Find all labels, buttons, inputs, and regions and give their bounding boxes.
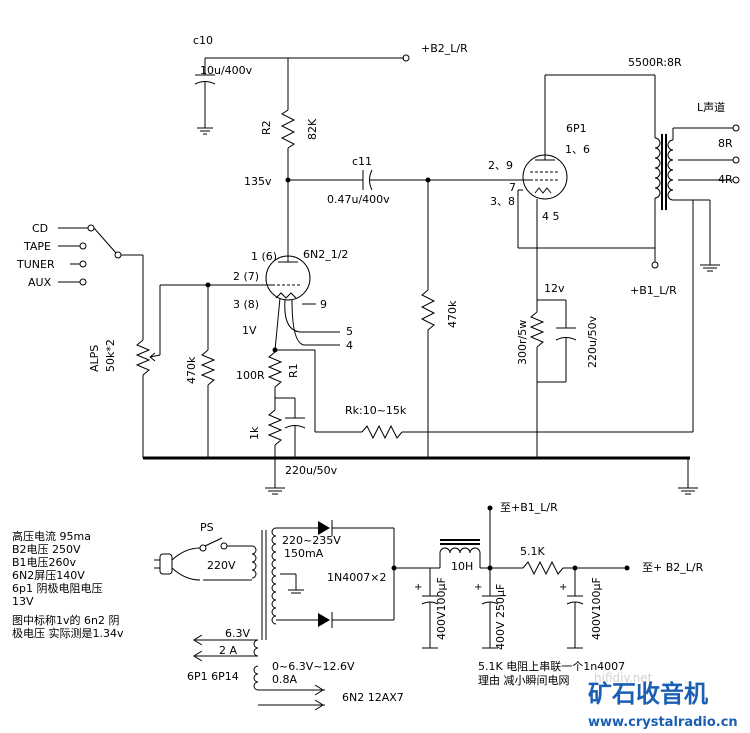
tap-8r-label: 8R bbox=[718, 137, 733, 150]
svg-text:+: + bbox=[559, 582, 567, 593]
choke-label: 10H bbox=[451, 560, 473, 573]
r2-value: 82K bbox=[306, 118, 319, 140]
notes-block: 高压电流 95ma B2电压 250V B1电压260v 6N2屏压140V 6… bbox=[12, 529, 124, 640]
r2-label: R2 bbox=[260, 120, 273, 135]
cap2-label: 400V 250μF bbox=[494, 584, 507, 650]
note-line: 13V bbox=[12, 595, 34, 608]
l-channel-label: L声道 bbox=[697, 100, 725, 114]
note-51k-label: 5.1K 电阻上串联一个1n4007 bbox=[478, 660, 625, 673]
svg-text:+: + bbox=[414, 582, 422, 593]
rk-fb-label: Rk:10~15k bbox=[345, 404, 407, 417]
fil-63-label: 6.3V bbox=[225, 627, 250, 640]
r1k-label: 1k bbox=[248, 426, 261, 440]
tap-4r-label: 4R bbox=[718, 173, 733, 186]
ps-label: PS bbox=[200, 521, 214, 534]
c220-bot-label: 220u/50v bbox=[285, 464, 338, 477]
r51k-label: 5.1K bbox=[520, 545, 545, 558]
b2-terminal bbox=[402, 54, 410, 62]
pin5-label: 5 bbox=[346, 325, 353, 338]
pin7-label: 7 bbox=[509, 181, 516, 194]
src-tuner-label: TUNER bbox=[16, 258, 55, 271]
diodes-label: 1N4007×2 bbox=[327, 571, 386, 584]
sec-fil-a-label: 0.8A bbox=[272, 673, 297, 686]
fil-2a-label: 2 A bbox=[219, 644, 237, 657]
pin-2-7-label: 2 (7) bbox=[233, 270, 259, 283]
v220-label: 220V bbox=[207, 559, 236, 572]
heater-tubes-label: 6N2 12AX7 bbox=[342, 691, 404, 704]
watermark-site: hifidiy.net bbox=[594, 671, 653, 685]
power-switch bbox=[204, 537, 223, 547]
r470k-right-label: 470k bbox=[446, 300, 459, 328]
pins-38-label: 3、8 bbox=[490, 195, 515, 208]
pin4-label: 4 bbox=[346, 339, 353, 352]
c10-value: 10u/400v bbox=[200, 64, 253, 77]
sec-hv-label: 220~235V bbox=[282, 534, 341, 547]
rk300-label: 300r/5w bbox=[516, 320, 529, 365]
tube-6p1 bbox=[522, 154, 568, 200]
note-line: B1电压260v bbox=[12, 556, 77, 569]
b1-terminal bbox=[651, 261, 659, 269]
svg-text:+: + bbox=[474, 582, 482, 593]
src-aux-label: AUX bbox=[28, 276, 52, 289]
alps-value: 50k*2 bbox=[104, 339, 117, 372]
v135-label: 135v bbox=[244, 175, 272, 188]
pin-3-8-label: 3 (8) bbox=[233, 298, 259, 311]
tube-6n2-label: 6N2_1/2 bbox=[303, 248, 348, 261]
c10-label: c10 bbox=[193, 34, 213, 47]
pins-29-label: 2、9 bbox=[488, 159, 513, 172]
c11-label: c11 bbox=[352, 155, 372, 168]
alps-label: ALPS bbox=[88, 345, 101, 372]
v12-label: 12v bbox=[544, 282, 565, 295]
watermark-url: www.crystalradio.cn bbox=[588, 715, 738, 730]
ck220-label: 220u/50v bbox=[586, 315, 599, 368]
c11-value: 0.47u/400v bbox=[327, 193, 390, 206]
pin9-label: 9 bbox=[320, 298, 327, 311]
r470k-left-label: 470k bbox=[185, 356, 198, 384]
fil-tubes-label: 6P1 6P14 bbox=[187, 670, 239, 683]
note-line: B2电压 250V bbox=[12, 543, 81, 556]
cap3-label: 400V100μF bbox=[590, 577, 603, 640]
b2-top-label: +B2_L/R bbox=[421, 42, 468, 55]
note-line: 6N2屏压140V bbox=[12, 569, 85, 582]
r100-label: 100R bbox=[236, 369, 265, 382]
note-line: 图中标称1v的 6n2 阴 bbox=[12, 613, 119, 627]
note-line: 6p1 阴极电阻电压 bbox=[12, 581, 102, 595]
cap1-label: 400V100μF bbox=[435, 577, 448, 640]
b1-label: +B1_L/R bbox=[630, 284, 677, 297]
mains-plug-icon bbox=[154, 547, 201, 581]
sec-ma-label: 150mA bbox=[284, 547, 324, 560]
note-51k-label-2: 理由 减小瞬间电网 bbox=[478, 673, 570, 687]
src-cd-label: CD bbox=[32, 222, 48, 235]
pins-45-label: 4 5 bbox=[542, 210, 560, 223]
input-selector bbox=[58, 224, 144, 340]
to-b2-label: 至+ B2_L/R bbox=[642, 561, 704, 574]
pins-16-label: 1、6 bbox=[565, 143, 590, 156]
r1-label: R1 bbox=[287, 363, 300, 378]
note-line: 高压电流 95ma bbox=[12, 529, 91, 543]
note-line: 极电压 实际测是1.34v bbox=[12, 626, 124, 640]
watermark-logo: 矿石收音机 bbox=[588, 680, 708, 708]
src-tape-label: TAPE bbox=[23, 240, 51, 253]
sec-fil-label: 0~6.3V~12.6V bbox=[272, 660, 355, 673]
tube-6p1-label: 6P1 bbox=[566, 122, 587, 135]
to-b1-label: 至+B1_L/R bbox=[500, 501, 558, 514]
ot-ratio-label: 5500R:8R bbox=[628, 56, 682, 69]
pin-1-6-label: 1 (6) bbox=[251, 250, 277, 263]
v1-label: 1V bbox=[242, 324, 257, 337]
